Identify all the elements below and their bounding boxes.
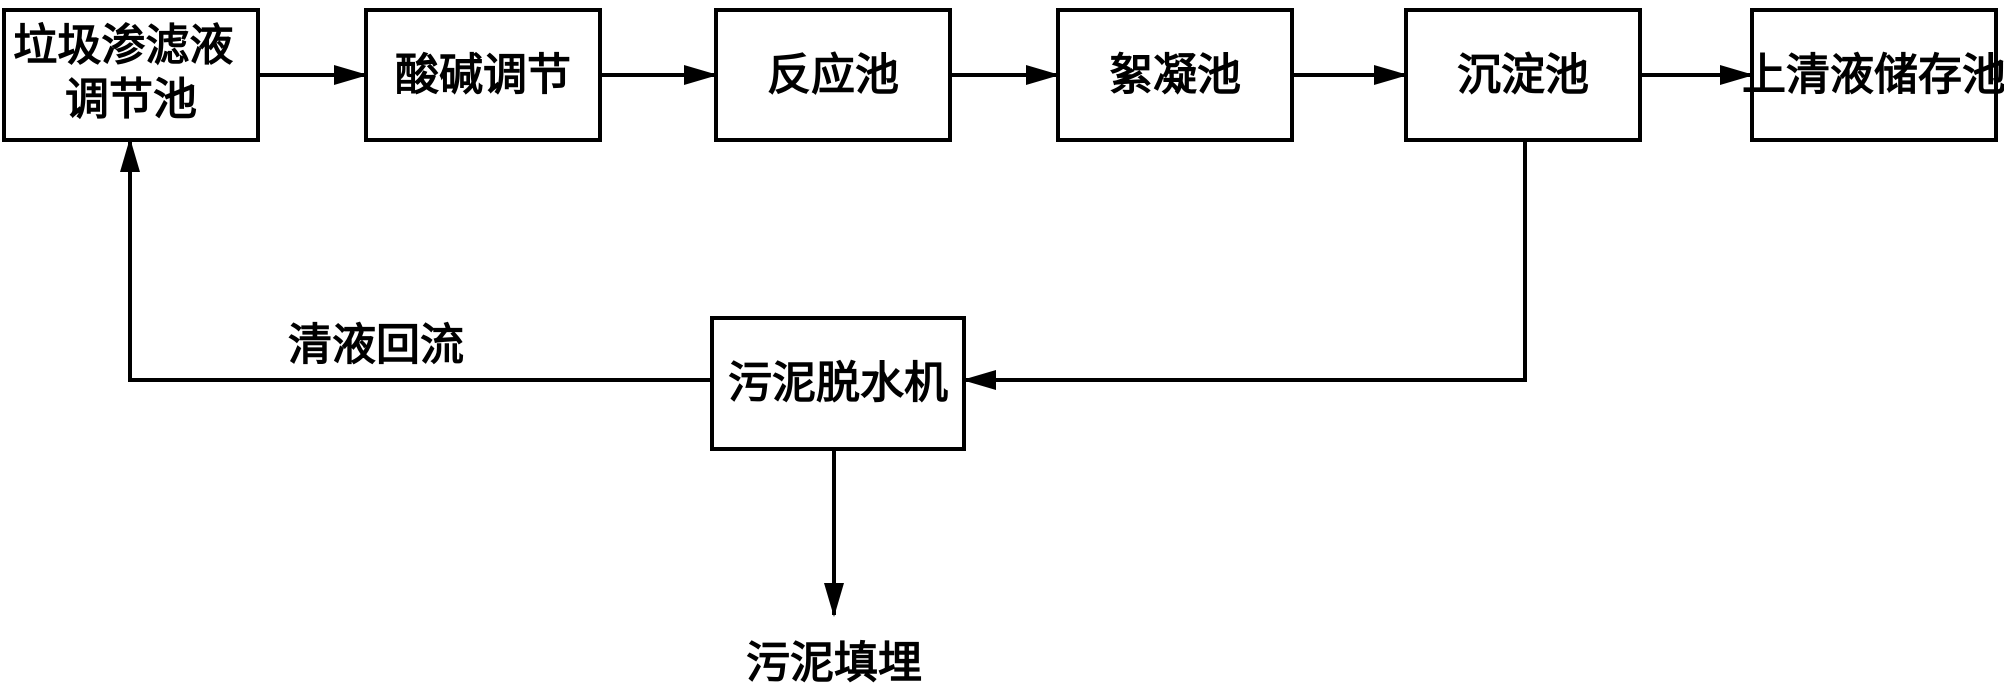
node-acid-base-adjust-label: 酸碱调节 [395,50,571,101]
node-sedimentation-tank: 沉淀池 [1404,8,1642,142]
node-reaction-tank: 反应池 [714,8,952,142]
node-leachate-tank-line-1: 垃圾渗滤液 [13,20,233,71]
node-flocculation-tank: 絮凝池 [1056,8,1294,142]
recycle-flow-label: 清液回流 [288,320,464,371]
node-sludge-dewatering-machine: 污泥脱水机 [710,316,966,451]
node-supernatant-storage-label: 上清液储存池 [1742,50,2004,101]
node-leachate-tank-line-2: 调节池 [65,74,197,125]
sludge-landfill-label: 污泥填埋 [746,638,922,689]
node-sludge-dewatering-machine-label: 污泥脱水机 [728,358,948,409]
edge-sedimentation-to-dewater [962,140,1527,390]
node-sedimentation-tank-label: 沉淀池 [1457,50,1589,101]
node-leachate-tank: 垃圾渗滤液 调节池 [2,8,260,142]
node-reaction-tank-label: 反应池 [767,50,899,101]
edge-dewater-recycle-to-leachate [120,138,712,382]
svg-text:垃圾渗滤液 调节池: 垃圾渗滤液 调节池 [13,20,248,125]
node-flocculation-tank-label: 絮凝池 [1109,50,1241,101]
node-acid-base-adjust: 酸碱调节 [364,8,602,142]
node-supernatant-storage: 上清液储存池 [1742,8,2004,142]
